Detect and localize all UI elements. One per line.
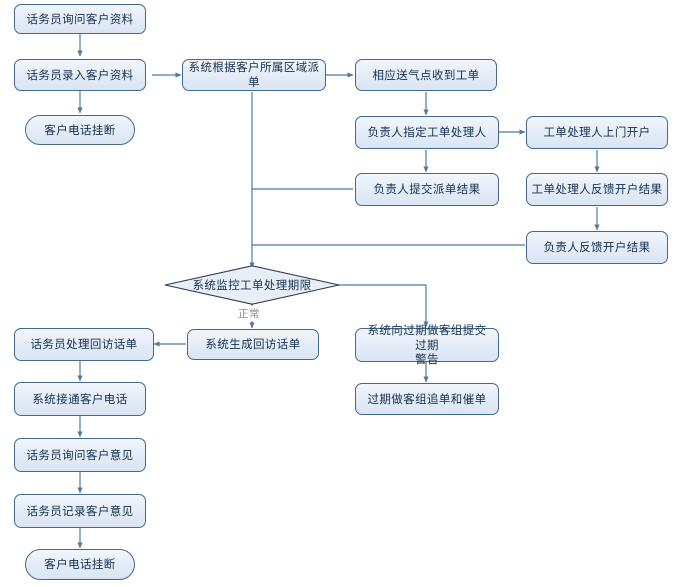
node-gas-station-receive-order[interactable]: 相应送气点收到工单 [355, 59, 497, 91]
node-handler-feedback-result[interactable]: 工单处理人反馈开户结果 [526, 173, 668, 206]
node-system-dispatch-by-region[interactable]: 系统根据客户所属区域派单 [182, 59, 326, 91]
node-agent-record-customer-opinion[interactable]: 话务员记录客户意见 [14, 494, 146, 528]
node-system-monitor-deadline[interactable]: 系统监控工单处理期限 [164, 265, 340, 305]
node-handler-onsite-open-account[interactable]: 工单处理人上门开户 [526, 116, 668, 149]
node-agent-ask-customer-info[interactable]: 话务员询问客户资料 [14, 4, 146, 34]
node-overdue-group-followup[interactable]: 过期做客组追单和催单 [355, 383, 499, 415]
node-system-connect-customer-call[interactable]: 系统接通客户电话 [14, 382, 146, 416]
node-agent-enter-customer-info[interactable]: 话务员录入客户资料 [14, 59, 146, 91]
node-system-monitor-deadline-label: 系统监控工单处理期限 [192, 278, 312, 292]
node-manager-feedback-result[interactable]: 负责人反馈开户结果 [526, 231, 668, 264]
node-manager-submit-dispatch-result[interactable]: 负责人提交派单结果 [355, 173, 499, 206]
node-customer-hangup-bottom[interactable]: 客户电话挂断 [25, 549, 135, 580]
node-agent-handle-callback-sheet[interactable]: 话务员处理回访话单 [14, 328, 154, 361]
node-system-submit-overdue-warning-line2: 警告 [415, 352, 439, 367]
node-manager-assign-handler[interactable]: 负责人指定工单处理人 [355, 116, 499, 149]
node-customer-hangup-top[interactable]: 客户电话挂断 [25, 115, 135, 145]
node-system-generate-callback-sheet[interactable]: 系统生成回访话单 [187, 329, 319, 360]
node-system-submit-overdue-warning[interactable]: 系统向过期做客组提交过期 警告 [355, 323, 499, 366]
node-system-submit-overdue-warning-line1: 系统向过期做客组提交过期 [367, 323, 487, 352]
edge-label-normal: 正常 [237, 306, 261, 321]
node-agent-ask-customer-opinion[interactable]: 话务员询问客户意见 [14, 438, 146, 472]
